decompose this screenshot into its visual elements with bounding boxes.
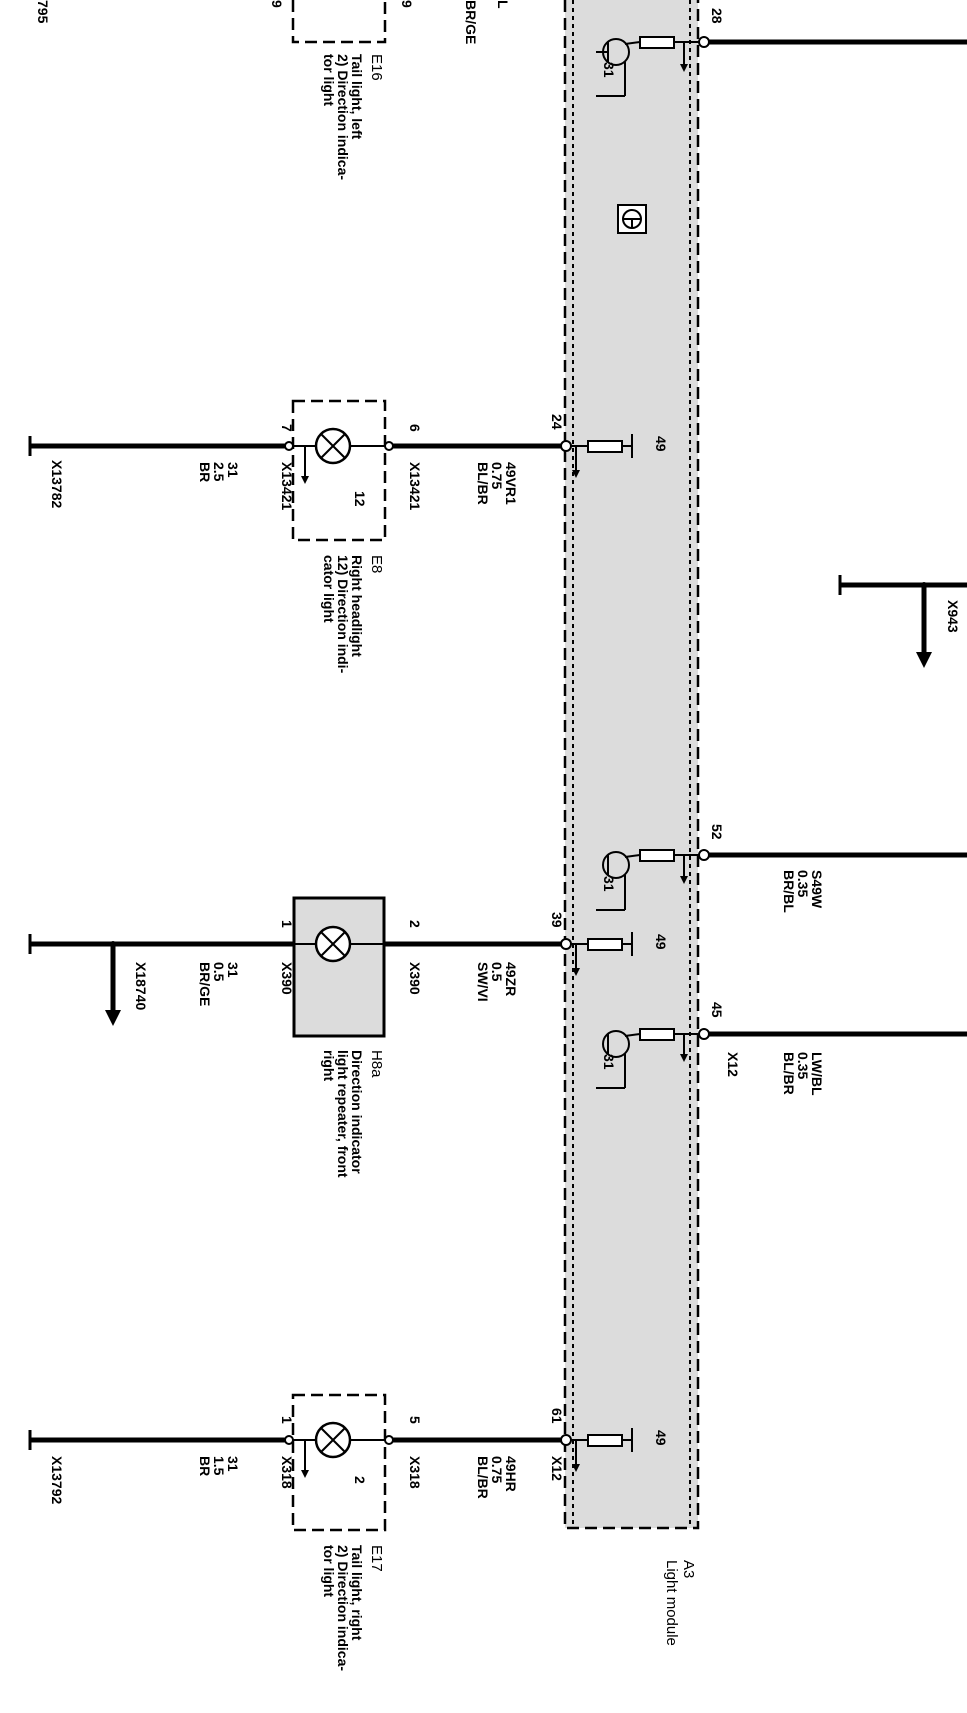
w45-signal: LW/BL xyxy=(809,1052,825,1096)
row-e17: 1 5 2 E17 Tail light, right 2) Direction… xyxy=(28,1393,669,1671)
w52-size: 0.35 xyxy=(795,870,811,897)
e16-id: E16 xyxy=(368,54,385,81)
e17-desc2: 2) Direction indica- xyxy=(335,1545,351,1671)
w39-color: SW/VI xyxy=(475,962,491,1002)
w52-signal: S49W xyxy=(809,870,825,909)
module-name: Light module xyxy=(663,1560,680,1646)
w45-color: BL/BR xyxy=(781,1052,797,1095)
light-module-a3: A3 Light module xyxy=(563,0,700,1646)
pin-52-output: 52 31 S49W 0.35 BR/BL xyxy=(596,824,967,913)
w7-size: 2.5 xyxy=(211,462,227,482)
module-fill xyxy=(565,0,698,1528)
e16-desc2: 2) Direction indica- xyxy=(335,54,351,180)
top-ref-795: 795 xyxy=(35,0,51,24)
top-partial: 795 9 9 L BR/GE E16 Tail light, left 2) … xyxy=(35,0,511,180)
pin-52-ground: 31 xyxy=(601,876,617,892)
e17-inner: 2 xyxy=(352,1476,368,1484)
w1b-conn: X318 xyxy=(279,1456,295,1489)
w45-size: 0.35 xyxy=(795,1052,811,1079)
w1b-color: BR xyxy=(197,1456,213,1476)
h8a-id: H8a xyxy=(368,1050,385,1078)
w61-signal: 49HR xyxy=(503,1456,519,1492)
ground-x18740: X18740 xyxy=(133,962,149,1010)
w52-color: BR/BL xyxy=(781,870,797,913)
e17-id: E17 xyxy=(368,1545,385,1572)
e8-id: E8 xyxy=(368,555,385,573)
pin-28-label: 28 xyxy=(709,8,725,24)
w39-signal: 49ZR xyxy=(503,962,519,996)
w61-size: 0.75 xyxy=(489,1456,505,1483)
e16-desc1: Tail light, left xyxy=(349,54,365,140)
w7-signal: 31 xyxy=(225,462,241,478)
h8a-desc2: light repeater, front xyxy=(335,1050,351,1178)
pin-28-ground: 31 xyxy=(601,62,617,78)
w24-color: BL/BR xyxy=(475,462,491,505)
module-outline xyxy=(563,0,700,1530)
e17-pin-out: 1 xyxy=(279,1416,295,1424)
sense-49-24: 49 xyxy=(653,436,669,452)
w61-conn: X318 xyxy=(407,1456,423,1489)
h8a-desc1: Direction indicator xyxy=(349,1050,365,1174)
pin-61-label: 61 xyxy=(549,1408,565,1424)
e17-box xyxy=(291,1393,387,1532)
top-pin-9b: 9 xyxy=(399,0,415,8)
pin-45-ground: 31 xyxy=(601,1054,617,1070)
e8-desc3: cator light xyxy=(321,555,337,623)
pin-52-label: 52 xyxy=(709,824,725,840)
pin-28-output: 28 31 xyxy=(596,8,967,97)
pin-45-label: 45 xyxy=(709,1002,725,1018)
e8-pin-in: 6 xyxy=(407,424,423,432)
w1b-size: 1.5 xyxy=(211,1456,227,1476)
w1-size: 0.5 xyxy=(211,962,227,982)
e17-desc3: tor light xyxy=(321,1545,337,1597)
w7-color: BR xyxy=(197,462,213,482)
w61-color: BL/BR xyxy=(475,1456,491,1499)
ground-x13782: X13782 xyxy=(49,460,65,508)
x943-branch: X943 xyxy=(838,575,967,668)
sense-49-61: 49 xyxy=(653,1430,669,1446)
w7-conn: X13421 xyxy=(279,462,295,510)
pin-61-conn: X12 xyxy=(549,1456,565,1481)
sense-49-39: 49 xyxy=(653,934,669,950)
top-wire-l: L xyxy=(495,0,511,9)
row-h8a: 1 2 H8a Direction indicator light repeat… xyxy=(28,896,669,1178)
w1b-signal: 31 xyxy=(225,1456,241,1472)
e17-pin-in: 5 xyxy=(407,1416,423,1424)
e8-desc2: 12) Direction indi- xyxy=(335,555,351,674)
e8-pin-out: 7 xyxy=(279,424,295,432)
e17-desc1: Tail light, right xyxy=(349,1545,365,1641)
top-wire-brge: BR/GE xyxy=(463,0,479,44)
e16-desc3: tor light xyxy=(321,54,337,106)
pin-45-conn: X12 xyxy=(725,1052,741,1077)
h8a-pin-out: 1 xyxy=(279,920,295,928)
e8-box xyxy=(291,399,387,542)
w24-signal: 49VR1 xyxy=(503,462,519,505)
module-id: A3 xyxy=(680,1560,697,1578)
pin-45-output: 45 31 X12 LW/BL 0.35 BL/BR xyxy=(596,1002,967,1096)
w1-signal: 31 xyxy=(225,962,241,978)
w1-conn: X390 xyxy=(279,962,295,995)
h8a-desc3: right xyxy=(321,1050,337,1081)
top-pin-9a: 9 xyxy=(269,0,285,8)
w39-conn: X390 xyxy=(407,962,423,995)
x943-label: X943 xyxy=(945,600,961,633)
w1-color: BR/GE xyxy=(197,962,213,1006)
ground-x13792: X13792 xyxy=(49,1456,65,1504)
w24-size: 0.75 xyxy=(489,462,505,489)
steering-wheel-icon xyxy=(617,204,647,234)
w24-conn: X13421 xyxy=(407,462,423,510)
e16-box-partial xyxy=(291,0,387,44)
w39-size: 0.5 xyxy=(489,962,505,982)
h8a-box xyxy=(292,896,386,1038)
pin-24-label: 24 xyxy=(549,414,565,430)
e8-inner: 12 xyxy=(352,491,368,507)
pin-39-label: 39 xyxy=(549,912,565,928)
e8-desc1: Right headlight xyxy=(349,555,365,657)
h8a-pin-in: 2 xyxy=(407,920,423,928)
row-e8: 7 6 12 E8 Right headlight 12) Direction … xyxy=(28,399,669,674)
